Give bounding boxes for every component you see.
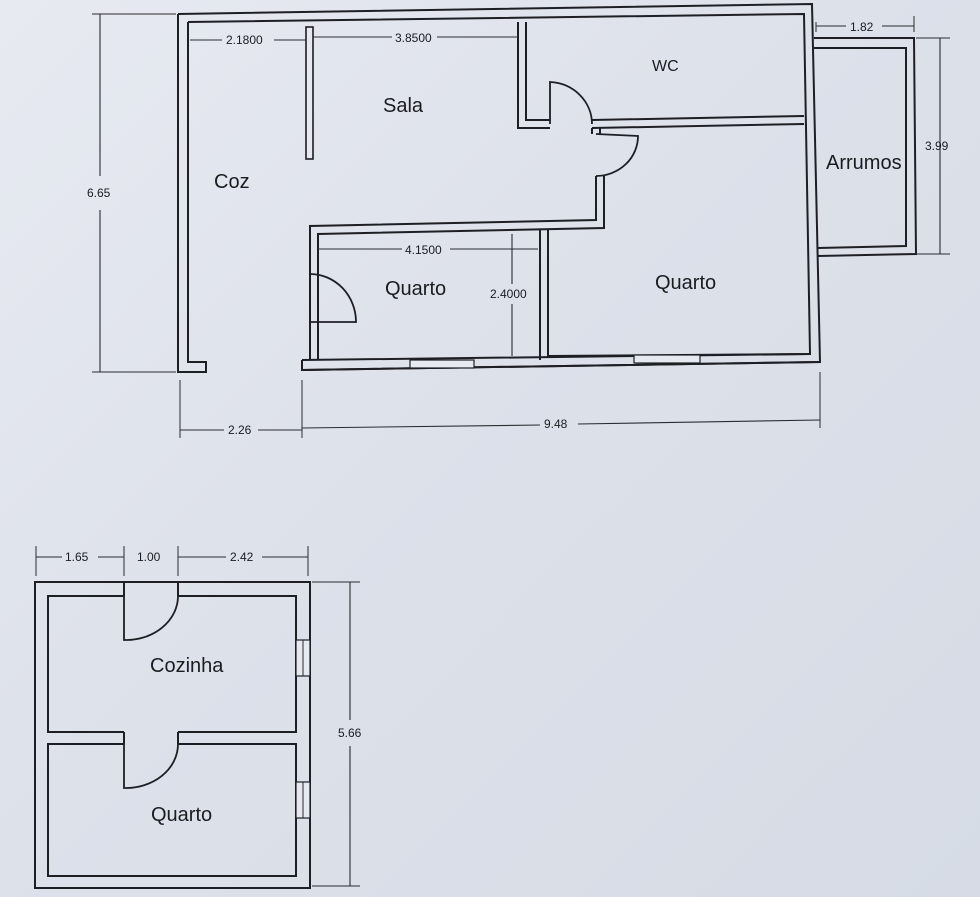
room-label-quarto-right: Quarto [655,272,716,294]
outer-wall-outer [177,2,822,373]
svg-text:4.1500: 4.1500 [405,243,442,257]
dim-sala-width: 3.8500 [313,31,518,45]
top-floor-plan: Coz Sala WC Quarto Quarto Arrumos 2.1800… [87,2,950,438]
quarto-inner-wall [47,743,297,877]
dim-bottom-plan-top: 1.65 1.00 2.42 [35,546,309,576]
svg-text:1.00: 1.00 [137,550,161,564]
dim-total-height: 6.65 [87,13,176,373]
svg-text:2.1800: 2.1800 [226,33,263,47]
dim-arrumos-width: 1.82 [815,16,915,34]
room-label-quarto-bottom: Quarto [151,804,212,826]
quarto-left-door-swing [309,273,357,323]
bottom-plan-outer-wall [34,581,311,889]
arrumos-walls [814,37,918,257]
bottom-wall [301,353,821,371]
outer-wall-left [177,14,207,373]
dim-quarto-height: 2.4000 [490,234,527,356]
svg-text:1.65: 1.65 [65,550,89,564]
wc-wall-bottom [591,115,805,129]
room-label-sala: Sala [383,95,424,117]
wc-door-swing [549,81,593,125]
wc-wall-left [517,22,550,129]
room-label-cozinha: Cozinha [150,655,224,677]
dim-quarto-width: 4.1500 [318,243,538,257]
dim-bottom: 2.26 9.48 [179,372,821,438]
room-label-wc: WC [652,58,679,75]
quartos-dividing-wall [539,230,549,360]
svg-text:5.66: 5.66 [338,726,362,740]
room-label-quarto-left: Quarto [385,278,446,300]
bottom-floor-plan: Cozinha Quarto 1.65 1.00 2.42 5.66 [34,546,362,889]
svg-text:2.4000: 2.4000 [490,287,527,301]
svg-text:3.99: 3.99 [925,139,949,153]
svg-text:6.65: 6.65 [87,186,111,200]
sala-quarto-wall [309,128,605,360]
dim-arrumos-height: 3.99 [916,37,950,255]
svg-text:9.48: 9.48 [544,417,568,431]
window-bottom-right [633,354,701,364]
svg-text:3.8500: 3.8500 [395,31,432,45]
dim-coz-width: 2.1800 [190,33,306,47]
partition-coz-sala [305,26,314,160]
room-label-arrumos: Arrumos [826,152,902,174]
dim-bottom-plan-height: 5.66 [312,581,362,887]
svg-text:1.82: 1.82 [850,20,874,34]
room-label-coz: Coz [214,171,250,193]
quarto-door-swing [123,743,179,789]
quarto-right-door-swing [595,133,639,177]
svg-text:2.26: 2.26 [228,423,252,437]
cozinha-door-swing [123,595,179,641]
svg-text:2.42: 2.42 [230,550,254,564]
window-bottom-left [409,359,475,369]
outer-wall-inner [187,12,812,358]
door-jambs [123,582,179,744]
